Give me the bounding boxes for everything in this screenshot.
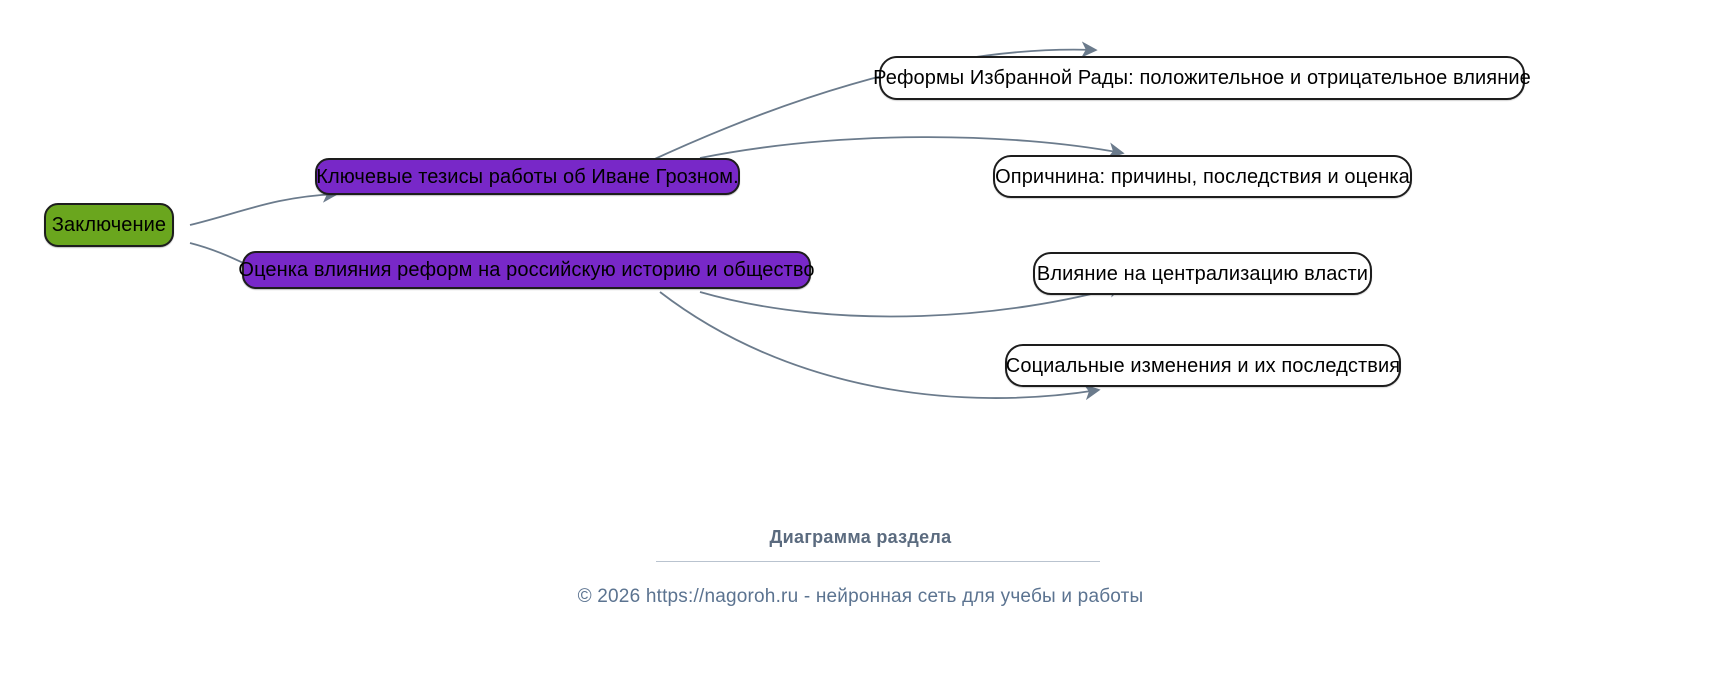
footer-title: Диаграмма раздела — [769, 527, 952, 547]
edge-root-to-branch-1 — [189, 186, 339, 226]
node-branch-reform-impact[interactable]: Оценка влияния реформ на российскую исто… — [238, 251, 815, 289]
node-leaf-social-changes[interactable]: Социальные изменения и их последствия — [1005, 344, 1401, 387]
node-label: Опричнина: причины, последствия и оценка — [995, 165, 1410, 188]
node-label: Оценка влияния реформ на российскую исто… — [238, 259, 815, 281]
node-leaf-oprichnina[interactable]: Опричнина: причины, последствия и оценка — [993, 155, 1412, 198]
node-leaf-centralization[interactable]: Влияние на централизацию власти — [1033, 252, 1372, 295]
footer-copyright: © 2026 https://nagoroh.ru - нейронная се… — [577, 586, 1144, 607]
node-root-zaklyuchenie[interactable]: Заключение — [44, 203, 174, 247]
node-label: Заключение — [51, 214, 167, 236]
node-label: Влияние на централизацию власти — [1036, 262, 1369, 285]
node-leaf-izbrannaya-rada-reforms[interactable]: Реформы Избранной Рады: положительное и … — [873, 56, 1531, 100]
footer-divider — [656, 561, 1100, 562]
node-branch-key-theses[interactable]: Ключевые тезисы работы об Иване Грозном. — [315, 158, 740, 195]
node-label: Реформы Избранной Рады: положительное и … — [873, 67, 1531, 89]
node-label: Социальные изменения и их последствия — [1005, 354, 1401, 377]
node-label: Ключевые тезисы работы об Иване Грозном. — [316, 165, 739, 188]
